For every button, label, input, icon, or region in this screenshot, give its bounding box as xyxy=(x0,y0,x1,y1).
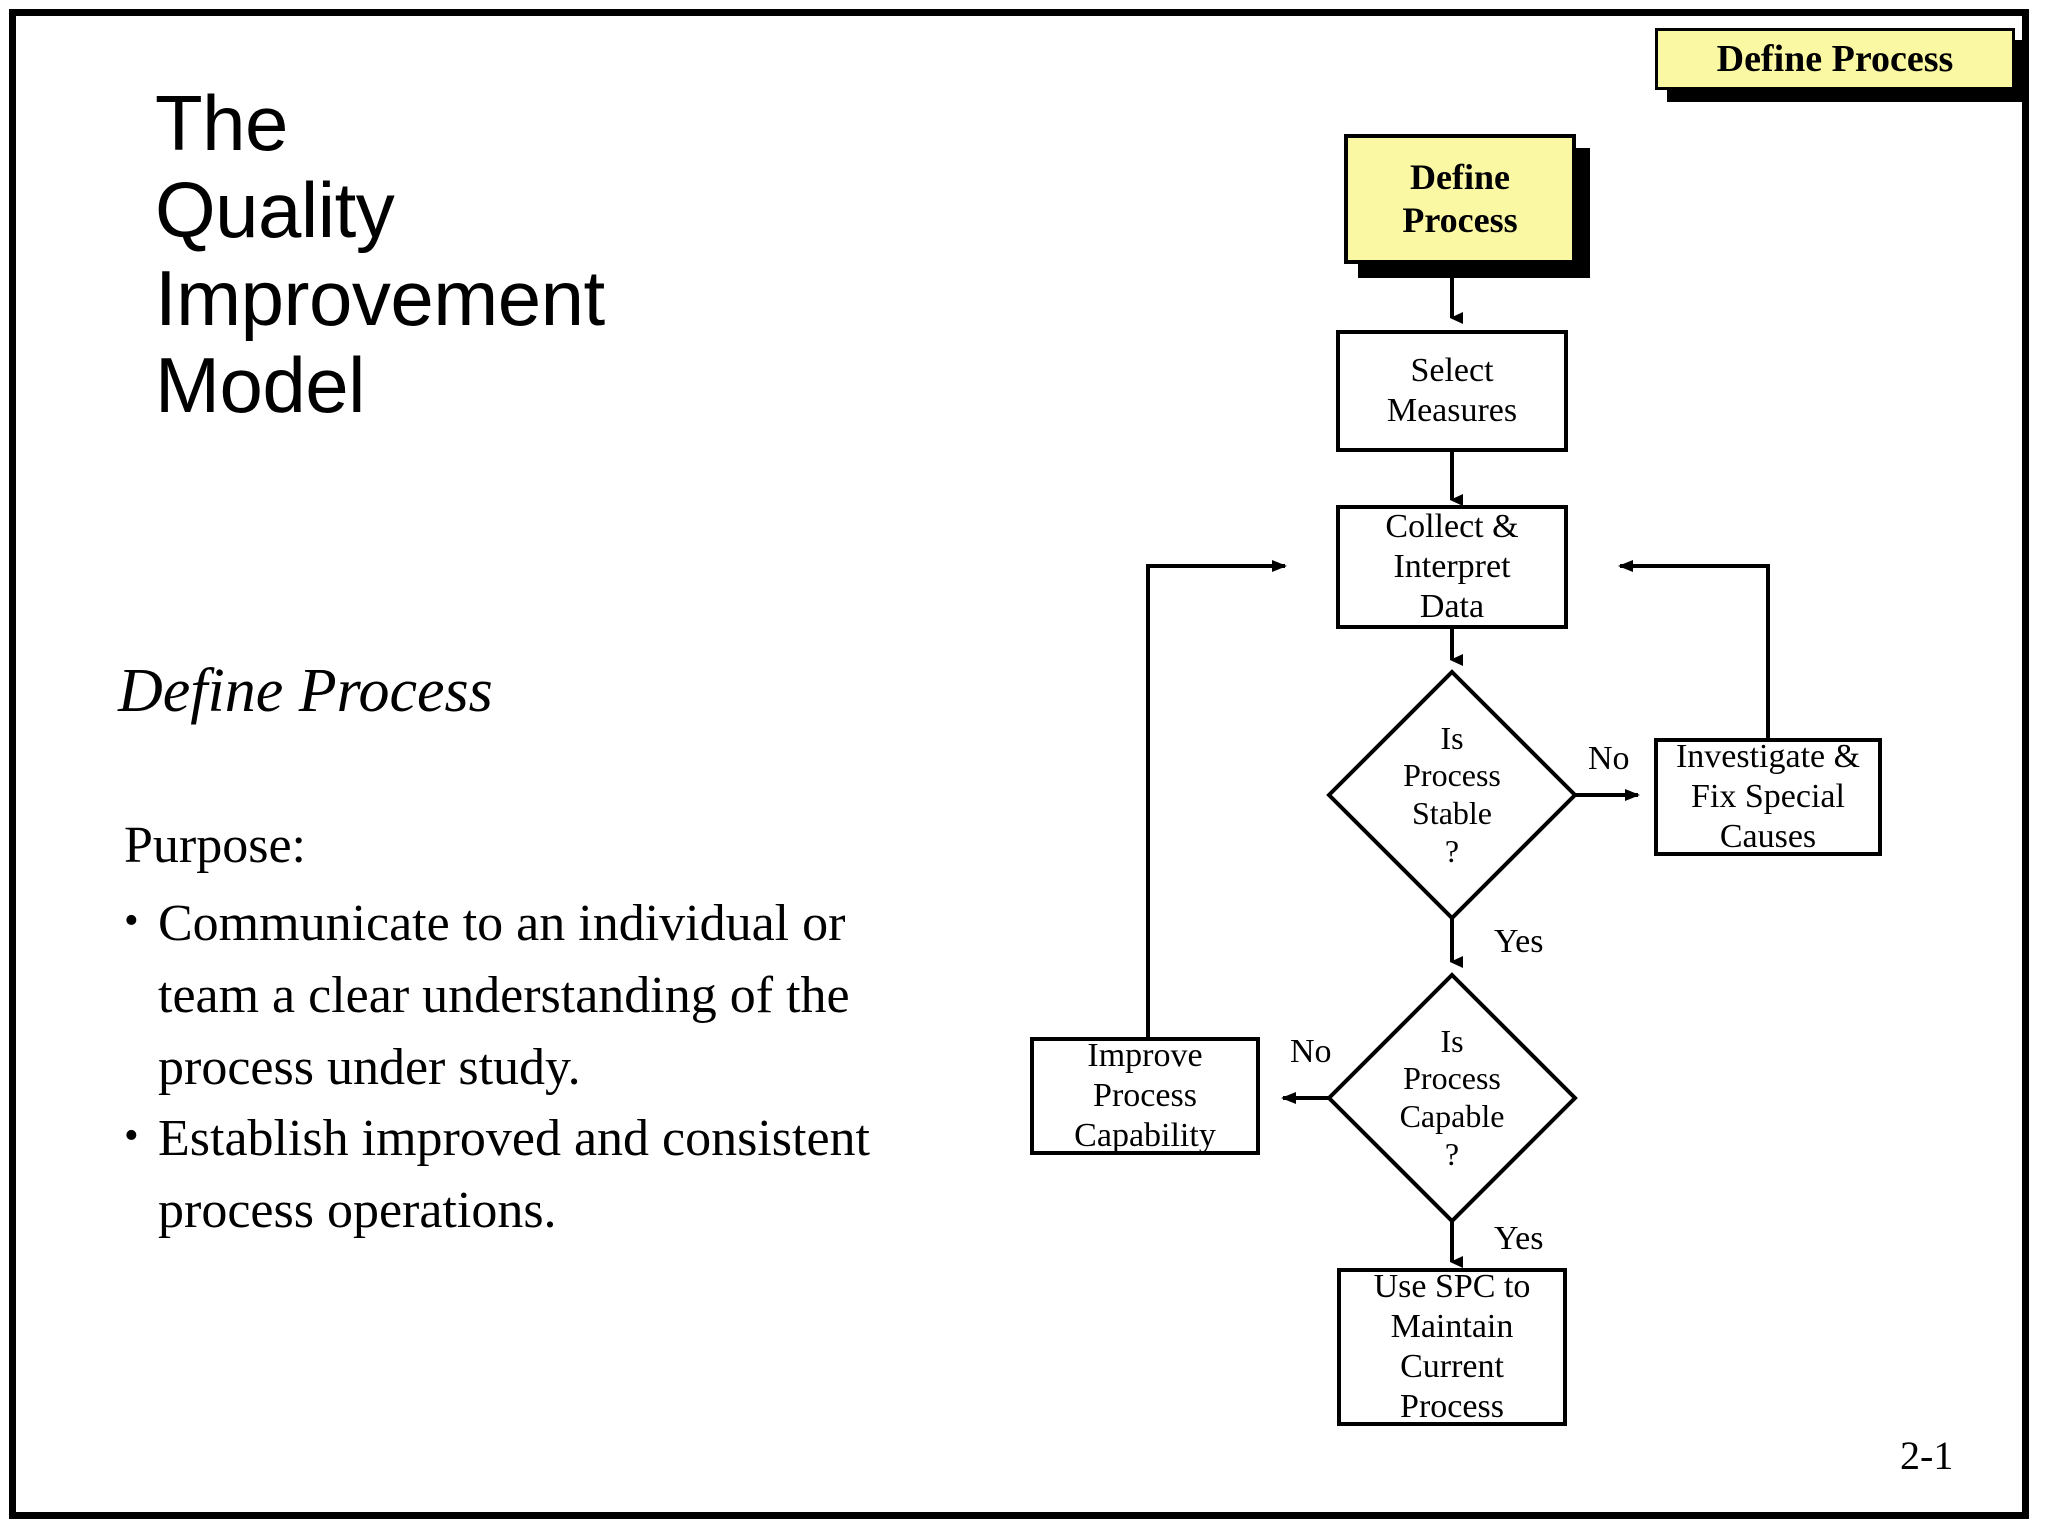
flow-node-define-process-box: Define Process xyxy=(1344,134,1576,264)
node-label-line-1: Use SPC to xyxy=(1373,1267,1531,1305)
flow-node-collect-interpret-data[interactable]: Collect & Interpret Data xyxy=(1336,505,1568,629)
purpose-bullet-list: • Communicate to an individual or team a… xyxy=(124,888,894,1247)
flow-node-is-process-stable[interactable]: Is Process Stable ? xyxy=(1329,672,1575,918)
node-label-line-2: Process xyxy=(1093,1076,1197,1114)
node-label-line-2: Measures xyxy=(1386,392,1518,429)
slide-border xyxy=(9,9,2029,1519)
node-label-line-2: Process xyxy=(1402,200,1518,240)
node-label-line-1: Is xyxy=(1440,1022,1464,1059)
edge-label-stable-yes: Yes xyxy=(1494,923,1544,960)
node-label-line-4: ? xyxy=(1444,1135,1460,1172)
flow-node-is-process-capable-label: Is Process Capable ? xyxy=(1329,975,1575,1221)
bullet-text: Communicate to an individual or team a c… xyxy=(158,895,850,1096)
title-line-3: Improvement xyxy=(155,253,605,342)
node-label-line-1: Define xyxy=(1410,156,1510,197)
page-number: 2-1 xyxy=(1900,1433,1954,1478)
list-item: • Establish improved and consistent proc… xyxy=(124,1103,894,1247)
section-subtitle: Define Process xyxy=(118,657,493,725)
node-label-line-1: Select xyxy=(1410,351,1494,389)
node-label-line-1: Collect & xyxy=(1385,507,1519,545)
node-label-line-2: Process xyxy=(1403,1060,1501,1097)
title-line-4: Model xyxy=(155,341,365,430)
node-label-line-1: Improve xyxy=(1087,1036,1203,1074)
flow-node-investigate-fix-special-causes[interactable]: Investigate & Fix Special Causes xyxy=(1654,738,1882,856)
header-badge-box: Define Process xyxy=(1655,28,2015,90)
node-label-line-3: Stable xyxy=(1412,795,1492,831)
title-line-1: The xyxy=(155,79,288,167)
node-label-line-4: Process xyxy=(1400,1388,1504,1426)
header-badge: Define Process xyxy=(1655,28,2027,102)
node-label-line-3: Current xyxy=(1400,1348,1504,1385)
title-line-2: Quality xyxy=(155,166,395,255)
flow-node-is-process-capable[interactable]: Is Process Capable ? xyxy=(1329,975,1575,1221)
flow-node-select-measures[interactable]: Select Measures xyxy=(1336,330,1568,452)
flow-node-is-process-stable-label: Is Process Stable ? xyxy=(1329,672,1575,918)
node-label-line-1: Investigate & xyxy=(1675,737,1861,775)
flow-node-define-process[interactable]: Define Process xyxy=(1344,134,1590,278)
list-item: • Communicate to an individual or team a… xyxy=(124,888,894,1103)
node-label-line-2: Interpret xyxy=(1393,547,1511,585)
bullet-text: Establish improved and consistent proces… xyxy=(158,1110,871,1239)
edge-label-capable-yes: Yes xyxy=(1494,1220,1544,1257)
flow-node-use-spc-maintain[interactable]: Use SPC to Maintain Current Process xyxy=(1337,1268,1567,1426)
edge-label-capable-no: No xyxy=(1290,1033,1332,1070)
node-label-line-3: Capable xyxy=(1399,1098,1505,1134)
node-label-line-2: Maintain xyxy=(1390,1307,1514,1345)
node-label-line-3: Data xyxy=(1419,588,1485,626)
node-label-line-3: Capability xyxy=(1074,1117,1216,1155)
node-label-line-2: Fix Special xyxy=(1691,777,1845,815)
page-title: The Quality Improvement Model xyxy=(155,79,855,430)
bullet-dot-icon: • xyxy=(124,1113,139,1160)
node-label-line-1: Is xyxy=(1440,719,1464,756)
node-label-line-4: ? xyxy=(1444,832,1460,869)
header-badge-label: Define Process xyxy=(1716,38,1954,80)
node-label-line-3: Causes xyxy=(1719,818,1817,856)
bullet-dot-icon: • xyxy=(124,898,139,944)
edge-label-stable-no: No xyxy=(1588,740,1630,777)
node-label-line-2: Process xyxy=(1403,757,1501,794)
flow-node-improve-process-capability[interactable]: Improve Process Capability xyxy=(1030,1037,1260,1155)
purpose-heading: Purpose: xyxy=(124,817,306,874)
